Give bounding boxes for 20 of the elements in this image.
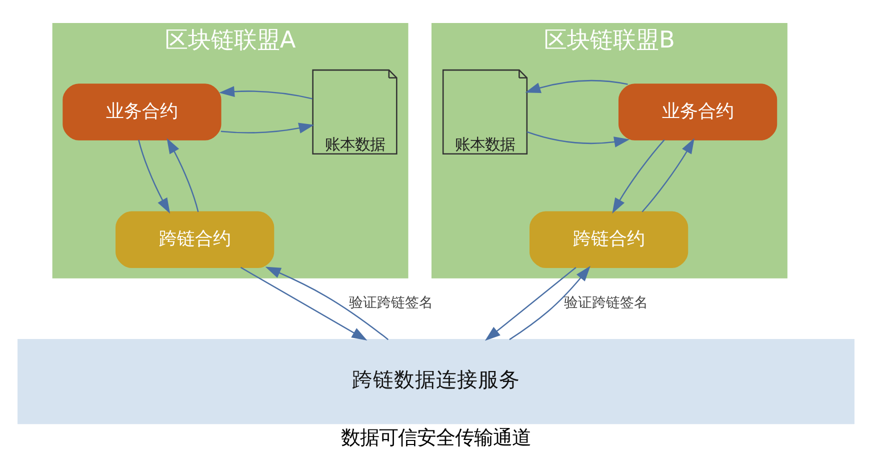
node-box: 跨链合约 (115, 211, 274, 268)
arrow (138, 140, 170, 214)
node-box: 业务合约 (62, 84, 221, 140)
node-box: 业务合约 (618, 84, 777, 140)
arrow (612, 139, 664, 214)
node-box: 跨链合约 (529, 211, 688, 268)
arrow (524, 80, 628, 94)
arrow (641, 138, 694, 212)
arrow (526, 131, 630, 148)
edge-label: 验证跨链签名 (564, 295, 648, 312)
edge-label: 验证跨链签名 (348, 295, 432, 312)
node-box: 跨链数据连接服务 (17, 338, 854, 424)
arrow (220, 122, 314, 134)
arrow (240, 266, 367, 341)
arrow (166, 138, 198, 212)
arrow (264, 266, 388, 340)
arrow (218, 86, 312, 100)
caption: 数据可信安全传输通道 (340, 426, 530, 450)
arrow (508, 266, 590, 340)
arrow (484, 266, 576, 341)
